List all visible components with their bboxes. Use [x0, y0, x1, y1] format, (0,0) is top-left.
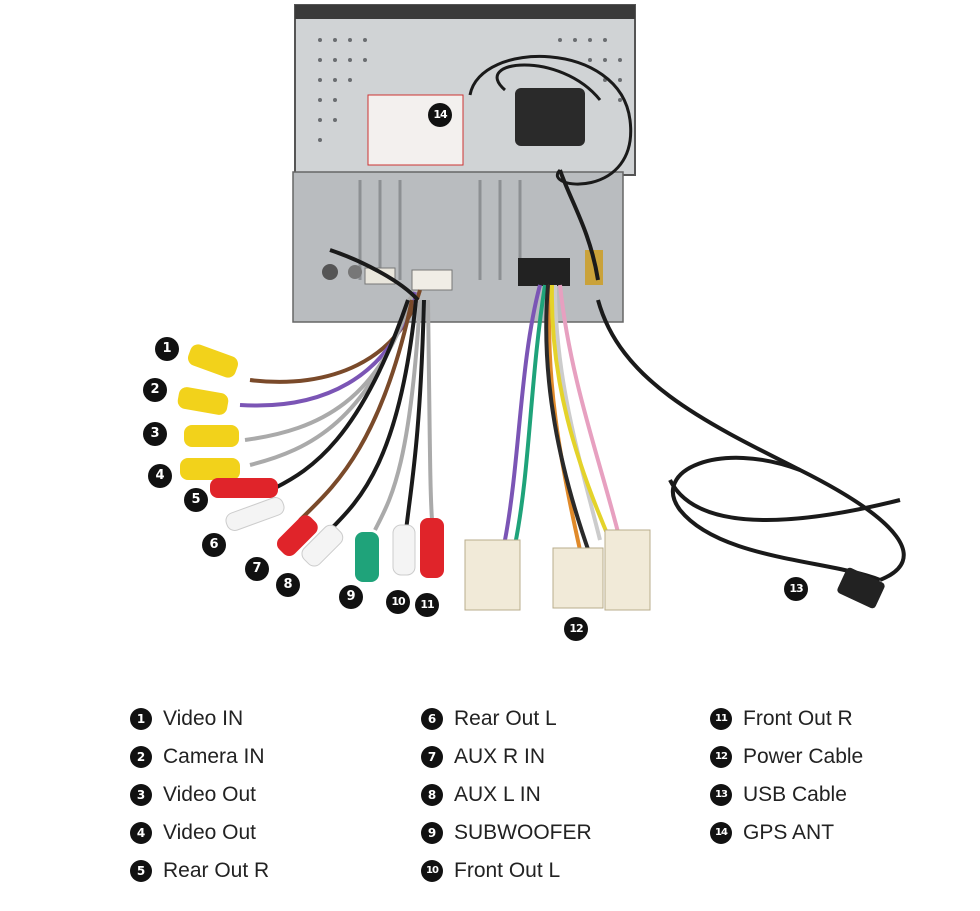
- legend-item: 4 Video Out: [130, 814, 269, 852]
- badge-8: 8: [276, 573, 300, 597]
- legend-number: 11: [710, 708, 732, 730]
- legend-item: 14 GPS ANT: [710, 814, 863, 852]
- legend-label: USB Cable: [743, 783, 847, 806]
- legend-number: 8: [421, 784, 443, 806]
- legend-number: 3: [130, 784, 152, 806]
- badge-14: 14: [428, 103, 452, 127]
- legend-label: Camera IN: [163, 745, 265, 768]
- legend-number: 6: [421, 708, 443, 730]
- legend-label: Front Out L: [454, 859, 561, 882]
- legend-label: Rear Out R: [163, 859, 270, 882]
- rca-harness: [239, 248, 434, 541]
- legend-item: 9 SUBWOOFER: [421, 814, 592, 852]
- badge-10: 10: [386, 590, 410, 614]
- usb-plug: [837, 567, 885, 609]
- badge-9: 9: [339, 585, 363, 609]
- legend-number: 4: [130, 822, 152, 844]
- badge-5: 5: [184, 488, 208, 512]
- legend-label: AUX R IN: [454, 745, 546, 768]
- legend-item: 8 AUX L IN: [421, 776, 592, 814]
- badge-2: 2: [143, 378, 167, 402]
- legend-label: Video Out: [163, 783, 257, 806]
- legend-label: Video IN: [163, 707, 244, 730]
- badge-3: 3: [143, 422, 167, 446]
- legend-item: 10 Front Out L: [421, 852, 592, 890]
- legend-label: GPS ANT: [743, 821, 835, 844]
- legend-label: Front Out R: [743, 707, 853, 730]
- legend-label: SUBWOOFER: [454, 821, 592, 844]
- legend-number: 5: [130, 860, 152, 882]
- legend-number: 7: [421, 746, 443, 768]
- legend-item: 12 Power Cable: [710, 738, 863, 776]
- badge-12: 12: [564, 617, 588, 641]
- legend-label: Video Out: [163, 821, 257, 844]
- legend-number: 10: [421, 860, 443, 882]
- legend-label: Power Cable: [743, 745, 864, 768]
- legend-item: 3 Video Out: [130, 776, 269, 814]
- power-connectors: [464, 529, 651, 611]
- legend-item: 1 Video IN: [130, 700, 269, 738]
- legend-label: AUX L IN: [454, 783, 541, 806]
- legend-item: 6 Rear Out L: [421, 700, 592, 738]
- legend-item: 5 Rear Out R: [130, 852, 269, 890]
- legend-number: 12: [710, 746, 732, 768]
- legend-number: 13: [710, 784, 732, 806]
- badge-13: 13: [784, 577, 808, 601]
- legend-number: 1: [130, 708, 152, 730]
- legend-item: 2 Camera IN: [130, 738, 269, 776]
- legend-item: 11 Front Out R: [710, 700, 863, 738]
- legend-item: 13 USB Cable: [710, 776, 863, 814]
- legend-column-2: 6 Rear Out L 7 AUX R IN 8 AUX L IN 9 SUBWOOF…: [421, 700, 592, 890]
- legend-label: Rear Out L: [454, 707, 557, 730]
- badge-7: 7: [245, 557, 269, 581]
- head-unit-chassis: [292, 4, 636, 323]
- power-harness: [503, 284, 622, 556]
- badge-1: 1: [155, 337, 179, 361]
- badge-6: 6: [202, 533, 226, 557]
- legend-number: 9: [421, 822, 443, 844]
- usb-cable: [596, 299, 906, 582]
- gps-antenna: [468, 54, 633, 281]
- badge-4: 4: [148, 464, 172, 488]
- legend-item: 7 AUX R IN: [421, 738, 592, 776]
- legend-number: 2: [130, 746, 152, 768]
- badge-11: 11: [415, 593, 439, 617]
- legend-number: 14: [710, 822, 732, 844]
- rca-plugs: [177, 344, 444, 582]
- head-unit-wiring-photo: [177, 4, 906, 611]
